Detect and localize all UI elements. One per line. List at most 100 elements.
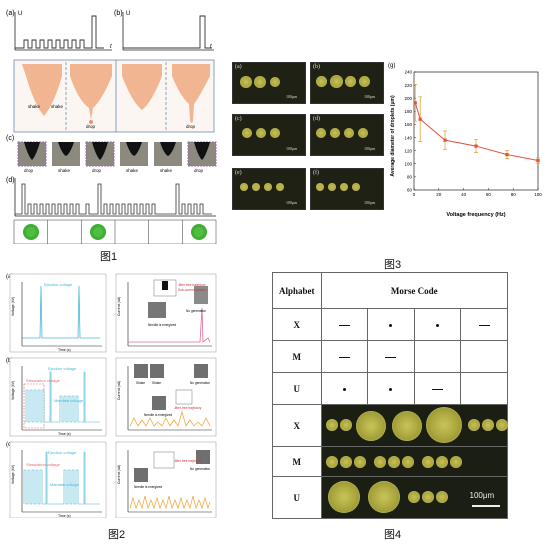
droplet <box>367 481 400 513</box>
droplet <box>328 183 336 191</box>
droplet <box>330 75 343 88</box>
figure-3-caption: 图3 <box>384 259 402 271</box>
fig2-ejection-b: Ejection voltage <box>48 366 77 371</box>
x-tick-label: 0 <box>413 192 416 197</box>
fig2-xlabel-left-b: Time (s) <box>58 432 71 436</box>
fig1-frames <box>17 141 217 167</box>
fig2-maintain-b: Maintain voltage <box>54 398 84 403</box>
fig2-annot-a-4: Needle is energized <box>148 323 176 327</box>
droplet <box>325 419 338 431</box>
droplet <box>449 456 462 468</box>
droplet <box>240 76 252 88</box>
fig1-axis-t-a: t <box>110 44 112 50</box>
fig2-ejection-a: Ejection voltage <box>44 282 73 287</box>
fig2-xlabel-left-a: Time (s) <box>58 348 71 352</box>
droplet <box>401 456 414 468</box>
y-tick-label: 140 <box>404 135 412 140</box>
droplet <box>254 76 266 88</box>
fig2-ejection-c: Ejection voltage <box>48 450 77 455</box>
data-point <box>505 153 509 157</box>
fig4-row-letter-u: U <box>272 372 322 405</box>
fig2-annot-a-3: No generation <box>186 309 206 313</box>
y-tick-label: 200 <box>404 96 412 101</box>
fig1-drop-label-1: shake <box>28 104 41 109</box>
fig3-scale-bar-f: 100μm <box>364 200 376 205</box>
y-tick-label: 160 <box>404 122 412 127</box>
x-tick-label: 100 <box>534 192 542 197</box>
droplet <box>353 456 366 468</box>
fig4-scale-bar: 100μm <box>469 491 495 500</box>
droplet <box>264 183 272 191</box>
y-tick-label: 80 <box>407 175 413 180</box>
y-tick-label: 100 <box>404 161 412 166</box>
fig1-drop-label-4: drop <box>186 124 196 129</box>
droplet <box>256 128 266 138</box>
droplet <box>316 128 326 138</box>
fig1-label-d: (d) <box>6 177 15 184</box>
fig2-annot-b-4: Needle is energized <box>144 413 172 417</box>
fig4-row-letter-m: M <box>272 340 322 373</box>
droplet <box>421 456 434 468</box>
y-tick-label: 180 <box>404 109 412 114</box>
fig3-label-b: (b) <box>313 64 320 70</box>
fig2-annot-c-3: Needle is energized <box>134 485 162 489</box>
fig2-annot-a-1: Jitter-free trajectory <box>178 283 206 287</box>
fig4-morse-table: Alphabet Morse Code X M U X <box>272 272 509 519</box>
morse-dash <box>385 356 397 359</box>
fig4-header-morse: Morse Code <box>320 272 509 309</box>
fig1-label-a: (a) <box>6 10 15 17</box>
data-point <box>536 158 540 163</box>
droplet <box>327 481 360 513</box>
fig1-label-b: (b) <box>114 10 123 17</box>
figure-2-graphic: (a) Ejection voltage Voltage (kV) Time (… <box>6 273 217 519</box>
fig4-image-letter-u: U <box>272 476 322 519</box>
droplet <box>435 456 448 468</box>
morse-dash <box>338 324 350 327</box>
figure-4-caption: 图4 <box>384 529 402 541</box>
fig4-image-letter-x: X <box>272 404 322 447</box>
y-tick-label: 220 <box>404 83 412 88</box>
x-tick-label: 80 <box>511 192 517 197</box>
droplet <box>435 491 448 503</box>
y-tick-label: 60 <box>407 188 413 193</box>
fig3-label-e: (e) <box>235 170 242 176</box>
y-tick-label: 120 <box>404 148 412 153</box>
data-point <box>418 117 422 121</box>
data-point <box>474 144 478 148</box>
droplet <box>391 411 422 441</box>
fig3-label-c: (c) <box>235 116 242 122</box>
droplet <box>359 76 370 87</box>
morse-dash <box>432 388 444 391</box>
droplet <box>316 183 324 191</box>
fig1-label-c: (c) <box>6 135 14 142</box>
droplet <box>339 419 352 431</box>
x-tick-label: 20 <box>436 192 442 197</box>
fig3-ylabel: Average diameter of droplets (μm) <box>390 95 396 177</box>
fig2-ylabel-right-b: Current (nA) <box>117 381 121 400</box>
fig3-scale-bar-a: 100μm <box>286 94 298 99</box>
fig1-frame-label-6: drop <box>194 168 204 173</box>
fig2-annot-b-5: Jitter-free trajectory <box>174 406 202 410</box>
droplet <box>276 183 284 191</box>
x-tick-label: 60 <box>486 192 492 197</box>
figure-1: (a) U t (b) U t shake shake drop drop (c… <box>4 4 218 245</box>
fig3-xlabel: Voltage frequency (Hz) <box>446 212 505 218</box>
droplet <box>344 128 354 138</box>
morse-dash <box>478 324 490 327</box>
fig3-scale-bar-b: 100μm <box>364 94 376 99</box>
figure-1-graphic: (a) U t (b) U t shake shake drop drop (c… <box>6 10 217 245</box>
data-point <box>413 101 417 105</box>
fig2-annot-b-3: No generation <box>190 381 210 385</box>
fig2-ylabel-right-a: Current (nA) <box>117 297 121 316</box>
fig2-stimulation-c: Stimulation voltage <box>26 462 61 467</box>
fig1-frame-label-2: shake <box>58 168 71 173</box>
fig3-label-d: (d) <box>313 116 320 122</box>
fig3-scale-bar-c: 100μm <box>286 146 298 151</box>
fig1-frame-label-3: drop <box>92 168 102 173</box>
fig2-ylabel-left-a: Voltage (kV) <box>11 297 15 316</box>
fig2-annot-c-2: No generation <box>190 467 210 471</box>
series-line <box>414 102 539 161</box>
morse-dot <box>389 323 393 327</box>
fig4-header-alphabet: Alphabet <box>272 272 322 309</box>
